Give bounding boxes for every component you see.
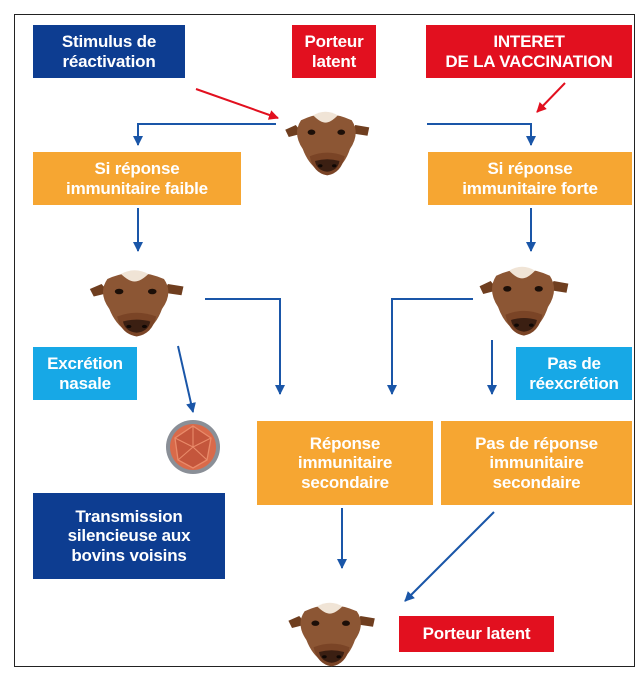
arrow-left-cow-to-reponse [205,298,285,395]
porteur-latent-top-box: Porteur latent [292,25,376,78]
interet-vaccination-box: INTERET DE LA VACCINATION [426,25,632,78]
cow-head-icon [285,111,370,176]
pas-reexcretion-box: Pas de réexcrétion [516,347,632,400]
reponse-secondaire-box: Réponse immunitaire secondaire [257,421,433,505]
arrow-right-cow-to-reponse [387,298,473,395]
transmission-box: Transmission silencieuse aux bovins vois… [33,493,225,579]
reponse-forte-box: Si réponse immunitaire forte [428,152,632,205]
arrow-left-cow-to-virus [177,345,196,413]
pas-reponse-secondaire-box: Pas de réponse immunitaire secondaire [441,421,632,505]
stimulus-box: Stimulus de réactivation [33,25,185,78]
excretion-nasale-box: Excrétion nasale [33,347,137,400]
arrow-pas-reponse-to-bottom-cow [404,511,495,602]
cow-head-icon [89,270,184,337]
cow-head-icon [288,602,375,667]
arrow-interet-to-porteur [536,82,566,113]
arrow-stimulus-to-porteur [195,88,279,120]
reponse-faible-box: Si réponse immunitaire faible [33,152,241,205]
arrow-porteur-to-forte [427,123,536,146]
porteur-latent-bottom-box: Porteur latent [399,616,554,652]
cow-head-icon [479,266,569,336]
virus-particle-icon [166,420,220,474]
arrow-porteur-to-faible [133,123,276,146]
